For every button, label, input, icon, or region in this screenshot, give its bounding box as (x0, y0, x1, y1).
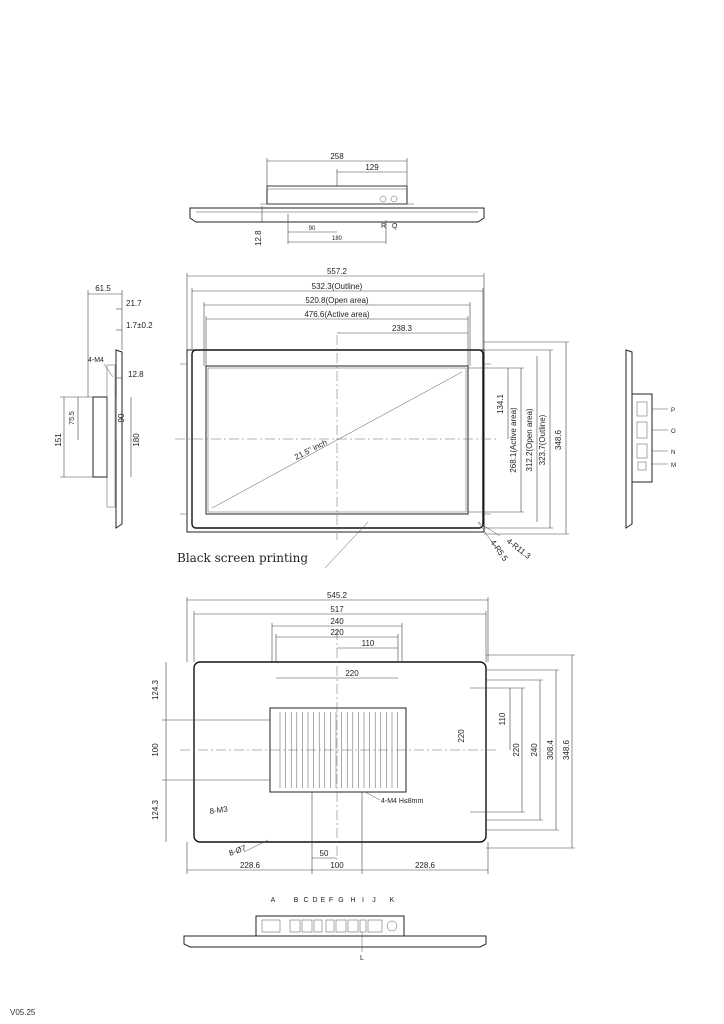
front-dim-w4: 476.6(Active area) (304, 310, 370, 319)
front-dim-w2: 532.3(Outline) (312, 282, 363, 291)
side-dim-6: 75.5 (69, 411, 76, 425)
port-label: C (303, 897, 308, 904)
port-label: A (271, 897, 276, 904)
rear-dim-r3: 240 (530, 743, 539, 757)
rear-dim-l3: 124.3 (151, 799, 160, 820)
side-port-m: M (671, 463, 676, 469)
rear-dim-w3: 240 (330, 617, 344, 626)
rear-screw-note: 4-M4 H≤8mm (381, 798, 424, 805)
port-label: D (312, 897, 317, 904)
rear-dim-b4: 228.6 (415, 861, 436, 870)
print-note: Black screen printing (177, 551, 308, 565)
rear-dim-r2: 220 (512, 743, 521, 757)
rear-dim-r6: 220 (457, 729, 466, 743)
side-port-p: P (671, 408, 675, 414)
top-view-dim-1: 258 (330, 152, 344, 161)
port-label: G (338, 897, 343, 904)
port-label: I (362, 897, 364, 904)
rear-dim-b3: 100 (330, 861, 344, 870)
side-dim-4: 4-M4 (88, 357, 104, 364)
front-view: 557.2 532.3(Outline) 520.8(Open area) 47… (175, 267, 569, 569)
top-view-dim-5: 180 (332, 236, 343, 242)
top-view-dim-4: 90 (309, 226, 316, 232)
top-view-dim-3: 12.8 (254, 230, 263, 246)
port-label: E (321, 897, 326, 904)
rear-dim-w2: 517 (330, 605, 344, 614)
front-dim-h5: 348.6 (554, 429, 563, 450)
port-label-r: R (381, 223, 386, 230)
port-label-l: L (360, 955, 364, 962)
side-dim-8: 180 (132, 433, 141, 447)
top-view: 258 129 12.8 90 180 R Q (189, 152, 485, 246)
rear-dim-l1: 124.3 (151, 679, 160, 700)
front-dim-w1: 557.2 (327, 267, 348, 276)
front-dim-h3: 312.2(Open area) (525, 408, 534, 471)
screen-diagonal: 21.5" inch (293, 438, 329, 462)
rear-view: 545.2 517 240 220 110 220 124.3 100 124.… (151, 591, 575, 874)
rear-dim-b2: 228.6 (240, 861, 261, 870)
version-label: V05.25 (10, 1008, 36, 1017)
side-view-left: 61.5 21.7 1.7±0.2 4-M4 12.8 75.5 90 180 … (54, 284, 153, 529)
side-dim-9: 151 (54, 433, 63, 447)
rear-dim-w1: 545.2 (327, 591, 348, 600)
port-label: J (372, 897, 376, 904)
front-dim-h1: 134.1 (496, 393, 505, 414)
port-label: K (390, 897, 395, 904)
rear-hole-note: 8-Ø7 (228, 843, 248, 858)
port-label: H (350, 897, 355, 904)
side-dim-3: 1.7±0.2 (126, 321, 153, 330)
top-view-dim-2: 129 (365, 163, 379, 172)
front-dim-w3: 520.8(Open area) (305, 296, 368, 305)
rear-dim-r5: 348.6 (562, 739, 571, 760)
side-dim-1: 61.5 (95, 284, 111, 293)
side-dim-5: 12.8 (128, 370, 144, 379)
side-view-right: P O N M (625, 349, 676, 529)
side-port-o: O (671, 429, 676, 435)
rear-dim-r1: 110 (498, 712, 507, 725)
rear-dim-w4: 220 (330, 628, 344, 637)
port-label: B (294, 897, 299, 904)
port-label: F (329, 897, 333, 904)
rear-dim-w6: 220 (345, 669, 359, 678)
side-dim-7: 90 (117, 413, 126, 422)
side-port-n: N (671, 450, 675, 456)
front-dim-w5: 238.3 (392, 324, 413, 333)
rear-m3-note: 8-M3 (209, 804, 229, 816)
front-dim-h2: 268.1(Active area) (509, 407, 518, 473)
rear-dim-b1: 50 (320, 849, 329, 858)
rear-dim-r4: 308.4 (546, 739, 555, 760)
rear-dim-l2: 100 (151, 743, 160, 757)
port-label-q: Q (392, 223, 398, 230)
rear-dim-w5: 110 (362, 639, 375, 648)
front-dim-h4: 323.7(Outline) (538, 414, 547, 465)
heatsink-fins (279, 712, 398, 788)
side-dim-2: 21.7 (126, 299, 142, 308)
